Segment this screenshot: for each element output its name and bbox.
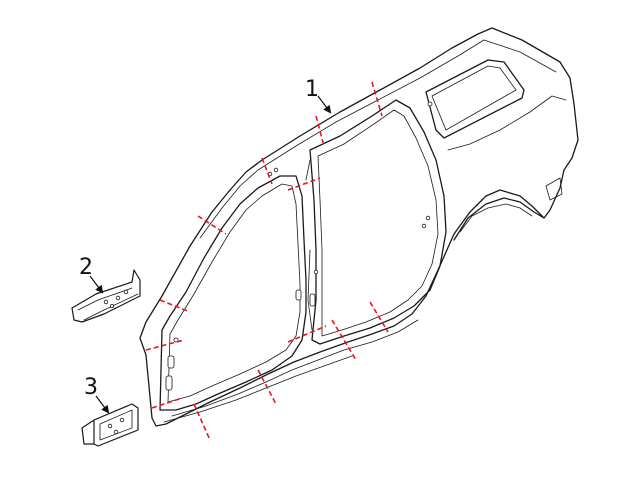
quarter-window-inner	[431, 65, 517, 131]
plate-part-3	[81, 403, 139, 447]
bracket-hole-2	[115, 295, 121, 301]
cut-line	[193, 403, 211, 441]
plate-hole	[107, 423, 113, 429]
cut-line	[257, 369, 277, 405]
plate-hole-3	[113, 429, 119, 435]
b-pillar-slot-2	[295, 289, 302, 301]
a-pillar-slot-2	[167, 355, 175, 369]
callout-1: 1	[305, 77, 332, 114]
bracket-flange	[77, 287, 139, 321]
callout-3: 3	[84, 375, 110, 414]
cut-line	[371, 81, 383, 117]
rear-door-opening	[309, 99, 447, 345]
rear-wheel-arch	[453, 197, 545, 241]
rocker-sill-lower	[163, 355, 353, 423]
quarter-hole-2	[421, 223, 427, 229]
bracket-body	[71, 269, 141, 323]
rear-door-opening-inner	[317, 109, 439, 337]
bracket-hole-3	[123, 289, 129, 295]
quarter-window	[425, 59, 525, 139]
rear-end-tab	[545, 177, 563, 201]
plate-body	[93, 403, 139, 447]
cut-line	[261, 157, 273, 185]
rear-wheel-arch-inner	[459, 203, 533, 233]
leader-arrow-2	[89, 275, 104, 294]
callout-2: 2	[79, 255, 104, 294]
bracket-hole-4	[110, 303, 115, 308]
quarter-hole-3	[425, 215, 431, 221]
cut-line	[151, 397, 183, 409]
panel-outline	[139, 27, 579, 427]
cut-line	[315, 115, 325, 147]
front-door-opening-inner	[167, 183, 301, 403]
roof-hole-2	[273, 167, 279, 173]
pillar-hole	[313, 269, 319, 275]
b-pillar-slot	[309, 293, 316, 307]
rocker-sill	[171, 319, 419, 417]
b-pillar-edge	[305, 159, 313, 331]
rear-quarter-line	[447, 95, 567, 151]
body-side-panel	[139, 27, 579, 441]
cut-line	[145, 339, 185, 351]
a-pillar-slot	[165, 375, 173, 391]
cut-line	[287, 325, 327, 343]
cut-line	[369, 301, 389, 333]
callout-number-2: 2	[79, 255, 93, 280]
plate-inner	[99, 409, 133, 441]
cut-line	[197, 215, 227, 235]
callout-number-3: 3	[84, 375, 98, 400]
cut-line	[287, 177, 321, 191]
bracket-part-2	[71, 269, 141, 323]
callout-number-1: 1	[305, 77, 319, 102]
a-pillar-hole	[173, 337, 179, 343]
quarter-hole	[427, 101, 433, 107]
roof-flange	[199, 39, 557, 239]
leader-arrow-1	[317, 95, 332, 114]
bracket-hole	[103, 299, 109, 305]
leader-arrow-3	[95, 395, 110, 414]
section-cut-lines	[145, 81, 389, 441]
plate-hole-2	[119, 417, 125, 423]
cut-line	[159, 299, 191, 313]
front-door-opening	[159, 175, 307, 411]
